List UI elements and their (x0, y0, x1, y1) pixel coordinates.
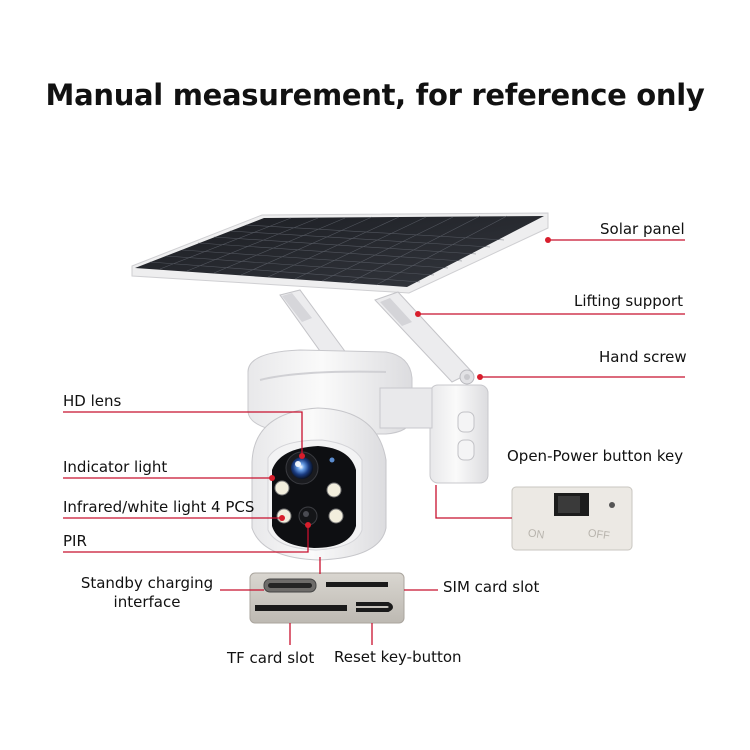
label-hd-lens: HD lens (63, 392, 122, 410)
page-title: Manual measurement, for reference only (45, 78, 705, 112)
label-indicator-light: Indicator light (63, 458, 168, 476)
label-solar-panel: Solar panel (600, 220, 685, 238)
leader-pir (63, 525, 309, 553)
leader-open-power (435, 485, 512, 519)
label-tf-card-slot: TF card slot (227, 649, 315, 667)
label-pir: PIR (63, 532, 87, 550)
label-infrared-white-light: Infrared/white light 4 PCS (63, 498, 255, 516)
hd-lens-icon (285, 451, 319, 485)
label-standby-charging-line1: Standby charging (80, 574, 214, 592)
leader-lines (63, 239, 685, 645)
switch-on-label: ON (527, 527, 545, 541)
label-lifting-support: Lifting support (574, 292, 683, 310)
label-reset-key-button: Reset key-button (334, 648, 462, 666)
battery-box (429, 384, 489, 484)
leader-hd-lens (63, 411, 303, 456)
label-hand-screw: Hand screw (599, 348, 687, 366)
leader-dots (269, 237, 551, 528)
power-switch-inset: ON OFF (511, 486, 633, 551)
solar-panel (131, 212, 549, 294)
indicator-light-icon (329, 457, 335, 463)
solar-cell-grid (149, 215, 508, 286)
camera-dome (251, 407, 387, 561)
label-open-power-button-key: Open-Power button key (507, 447, 684, 465)
label-standby-charging-line2: interface (113, 593, 181, 611)
hand-screw (459, 369, 475, 385)
switch-off-label: OFF (587, 527, 611, 542)
label-sim-card-slot: SIM card slot (443, 578, 540, 596)
slots-inset (249, 572, 405, 624)
